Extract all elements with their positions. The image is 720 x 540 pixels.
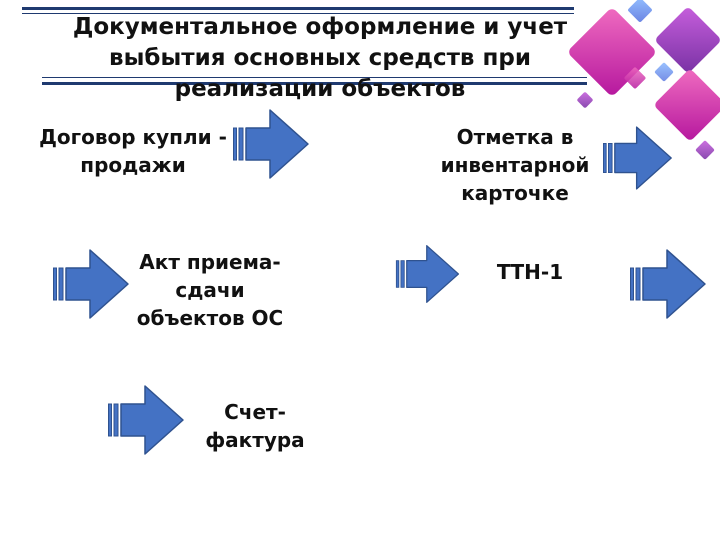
diamond-shape	[624, 67, 646, 89]
header-rule-top-thin	[22, 13, 574, 14]
diamond-shape	[577, 92, 593, 108]
arrow-right-icon	[602, 126, 672, 190]
diamond-shape	[654, 62, 674, 82]
arrow-right-icon	[52, 249, 129, 319]
diamond-shape	[655, 70, 720, 140]
diamond-shape	[695, 140, 715, 160]
header-rule-bottom-thin	[42, 77, 587, 78]
arrow-right-icon	[395, 245, 460, 303]
diamond-shape	[656, 8, 720, 72]
diamond-shape	[569, 9, 655, 95]
contract-label: Договор купли - продажи	[39, 125, 227, 177]
diamond-shape	[628, 0, 652, 22]
header-rule-bottom	[42, 82, 587, 85]
act-label: Акт приема-сдачи объектов ОС	[136, 250, 284, 330]
arrow-right-icon	[232, 109, 309, 179]
arrow-right-icon	[629, 249, 706, 319]
header-rule-top	[22, 7, 574, 10]
slide-title: Документальное оформление и учет выбытия…	[72, 14, 568, 102]
invoice-label: Счет-фактура	[205, 400, 305, 452]
ttn-label: ТТН-1	[496, 260, 564, 284]
decorative-diamonds-icon	[569, 0, 720, 160]
inventory-mark-label: Отметка в инвентарной карточке	[440, 125, 590, 205]
arrow-right-icon	[107, 385, 184, 455]
